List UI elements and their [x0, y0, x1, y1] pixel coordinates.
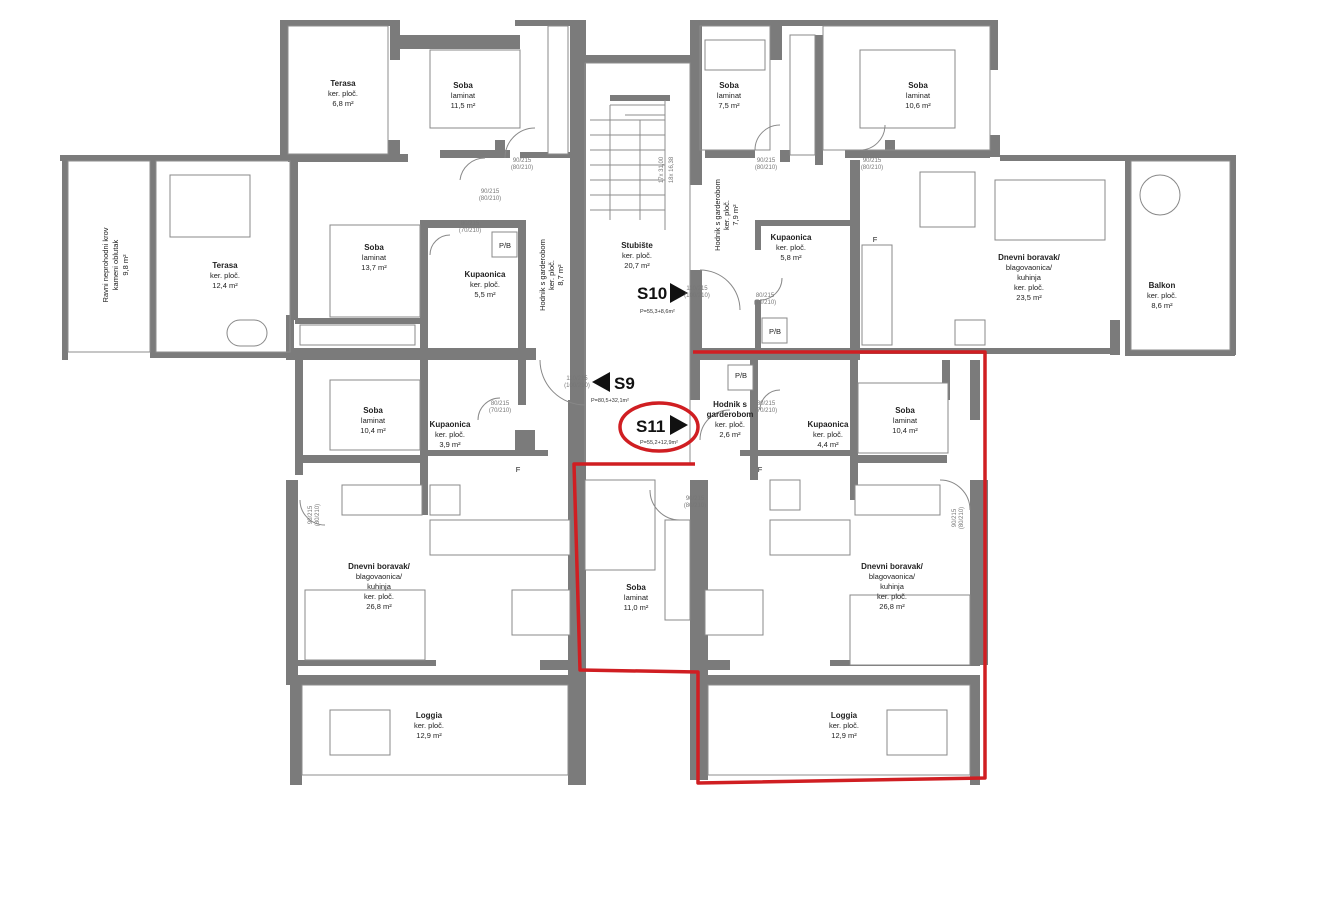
- door-label: 110/215(100/210): [564, 376, 590, 389]
- room-hodnik-right-upper: Hodnik s garderobomker. ploč.7,9 m²: [713, 179, 740, 251]
- room-ravni-krov: Ravni neprohodni krovkameni oblutak9,8 m…: [101, 227, 130, 302]
- s10-area: P=55,3+8,6m²: [640, 309, 675, 315]
- apartment-markers: S10 P=55,3+8,6m² S9 P=80,5+32,1m² S11 P=…: [591, 283, 688, 446]
- fridge-label: F: [758, 465, 763, 474]
- door-label: 90/215(80/210): [308, 504, 321, 526]
- door-label: 90/215(80/210): [755, 158, 777, 171]
- door-label: 110/215(100/210): [684, 286, 710, 299]
- door-label: 80/215(70/210): [489, 401, 511, 414]
- door-label: 90/215(80/210): [511, 158, 533, 171]
- s10-arrow-icon: [670, 283, 688, 303]
- pb-label: P/B: [735, 371, 747, 380]
- s11-highlight-circle: [618, 401, 700, 453]
- pb-label: P/B: [499, 241, 511, 250]
- s11-arrow-icon: [670, 415, 688, 435]
- s9-arrow-icon: [592, 372, 610, 392]
- door-labels: 90/215(80/210) 90/215(80/210) 80/215(70/…: [308, 158, 965, 529]
- outlines: [67, 25, 1231, 776]
- door-label: 90/215(80/210): [684, 496, 706, 509]
- door-label: 80/215(70/210): [755, 401, 777, 414]
- s11-label: S11: [636, 417, 665, 436]
- walls: [60, 20, 1236, 785]
- fridge-label: F: [516, 465, 521, 474]
- s9-label: S9: [614, 374, 635, 393]
- stair-dimensions: 17x 31,00 18x 16,38: [659, 156, 675, 183]
- door-label: 90/215(80/210): [861, 158, 883, 171]
- stairs: [590, 100, 666, 230]
- doors: [299, 124, 971, 526]
- door-label: 90/215(80/210): [952, 507, 965, 529]
- door-label: 90/215(80/210): [479, 189, 501, 202]
- fridge-label: F: [873, 235, 878, 244]
- s11-highlight-outline: [572, 350, 987, 785]
- stair-dim-a: 17x 31,00: [659, 156, 665, 183]
- fixture-labels: P/B P/B P/B F F F: [499, 235, 878, 474]
- stair-dim-b: 18x 16,38: [669, 156, 675, 183]
- s9-area: P=80,5+32,1m²: [591, 398, 629, 404]
- s10-label: S10: [637, 284, 667, 303]
- door-label: 80/215(70/210): [459, 221, 481, 234]
- room-hodnik-left: Hodnik s garderobomker. ploč.8,7 m²: [538, 239, 565, 311]
- door-label: 80/215(70/210): [754, 293, 776, 306]
- pb-label: P/B: [769, 327, 781, 336]
- furniture: [169, 25, 1181, 756]
- s11-area: P=55,2+12,9m²: [640, 440, 678, 446]
